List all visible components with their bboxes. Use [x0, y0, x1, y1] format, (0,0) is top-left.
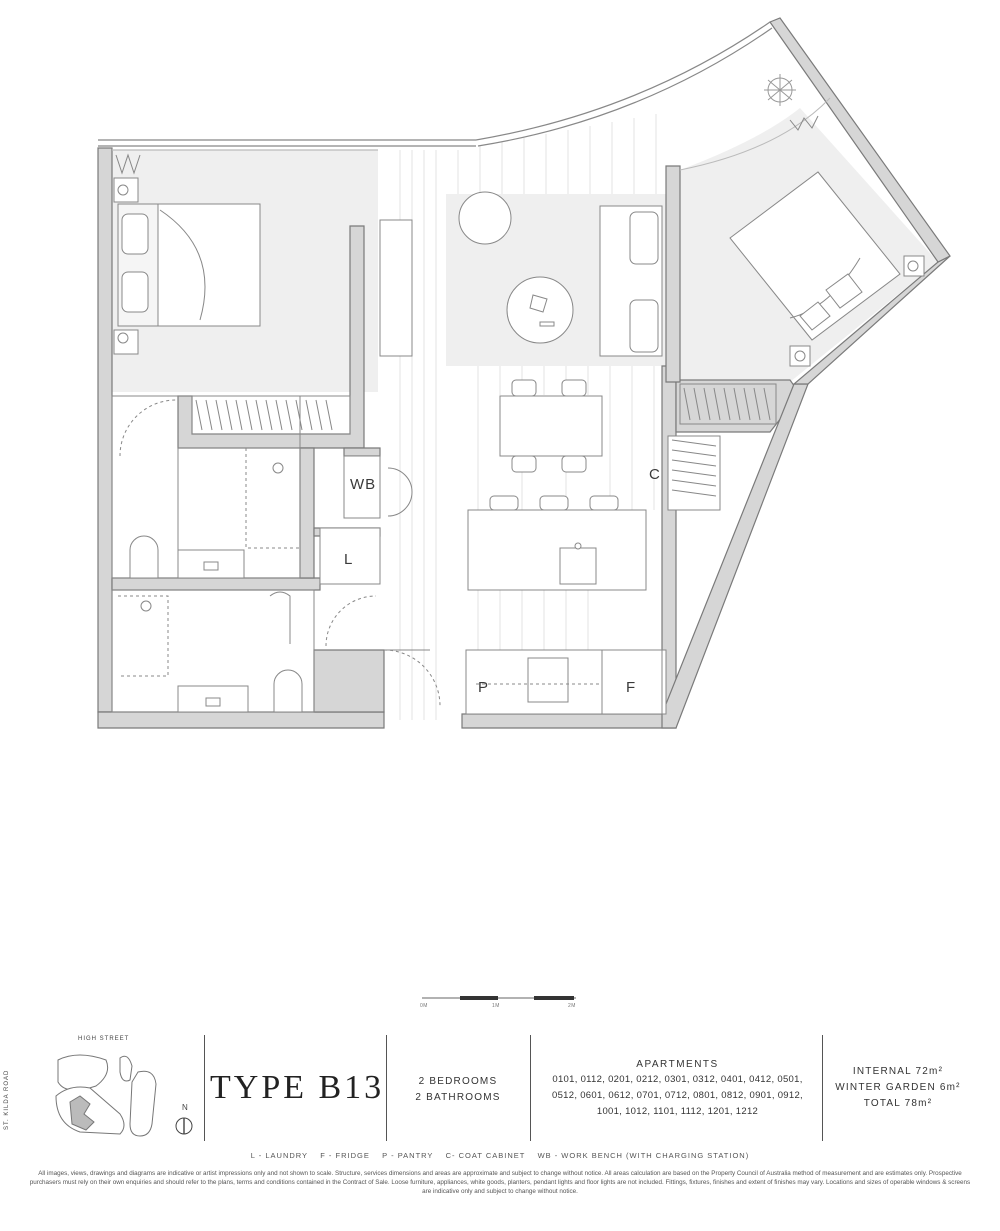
- living-partition: [665, 165, 681, 383]
- scale-tick-1: 1M: [492, 1003, 500, 1009]
- coat-cabinet-label: C: [649, 466, 661, 483]
- kitchen-south-wall: [461, 713, 677, 729]
- bath-wall-1: [111, 577, 321, 591]
- legend: L - LAUNDRY F - FRIDGE P - PANTRY C- COA…: [250, 1151, 750, 1160]
- north-label: N: [182, 1103, 188, 1112]
- dining-kitchen: [476, 379, 619, 703]
- bedrooms-count: 2 BEDROOMS: [418, 1076, 498, 1087]
- site-map: [55, 1054, 157, 1137]
- work-bench-label: WB: [350, 476, 376, 493]
- bedroom-2-furniture: [679, 97, 925, 367]
- bath-wall-2: [299, 447, 315, 579]
- apartments-line: 0512, 0601, 0612, 0701, 0712, 0801, 0812…: [552, 1090, 803, 1101]
- apartments-list: APARTMENTS 0101, 0112, 0201, 0212, 0301,…: [540, 1057, 815, 1120]
- bedroom-1-furniture: [113, 153, 261, 355]
- disclaimer: All images, views, drawings and diagrams…: [29, 1170, 971, 1195]
- entry-wall: [313, 649, 385, 713]
- pantry-label: P: [478, 679, 489, 696]
- area-summary: INTERNAL 72m² WINTER GARDEN 6m² TOTAL 78…: [826, 1064, 970, 1112]
- scale-bar: [422, 996, 576, 1000]
- scale-tick-0: 0M: [420, 1003, 428, 1009]
- site-street-label: HIGH STREET: [78, 1036, 130, 1042]
- room-summary: 2 BEDROOMS 2 BATHROOMS: [410, 1074, 506, 1106]
- corridor-wall-east: [343, 447, 381, 457]
- walls: [97, 17, 951, 729]
- south-wall: [97, 711, 385, 729]
- apartments-title: APARTMENTS: [636, 1059, 719, 1070]
- living-furniture: [458, 191, 663, 357]
- divider: [204, 1035, 205, 1141]
- site-road-label: ST. KILDA ROAD: [4, 1069, 10, 1130]
- west-wall: [97, 147, 113, 713]
- bathroom-fixtures: [118, 448, 303, 713]
- corner-wall: [769, 17, 951, 263]
- bathrooms-count: 2 BATHROOMS: [415, 1092, 501, 1103]
- info-block: [22, 1035, 978, 1143]
- internal-area: INTERNAL 72m²: [852, 1066, 944, 1077]
- divider: [822, 1035, 823, 1141]
- laundry-label: L: [344, 551, 353, 568]
- fridge-label: F: [626, 679, 636, 696]
- scale-tick-2: 2M: [568, 1003, 576, 1009]
- north-arrow-icon: [175, 1117, 193, 1135]
- divider: [530, 1035, 531, 1141]
- apartments-line: 1001, 1012, 1101, 1112, 1201, 1212: [596, 1106, 759, 1117]
- glazing: [98, 21, 773, 151]
- wardrobes: [191, 383, 777, 497]
- plant-icon: [764, 74, 796, 106]
- apartments-line: 0101, 0112, 0201, 0212, 0301, 0312, 0401…: [552, 1074, 803, 1085]
- floor-plan: WB L C P F: [97, 17, 951, 729]
- divider: [386, 1035, 387, 1141]
- winter-garden-area: WINTER GARDEN 6m²: [835, 1082, 961, 1093]
- doors: [119, 399, 441, 707]
- total-area: TOTAL 78m²: [863, 1098, 933, 1109]
- room-outlines: [111, 219, 721, 715]
- apartment-type-title: TYPE B13: [210, 1069, 385, 1106]
